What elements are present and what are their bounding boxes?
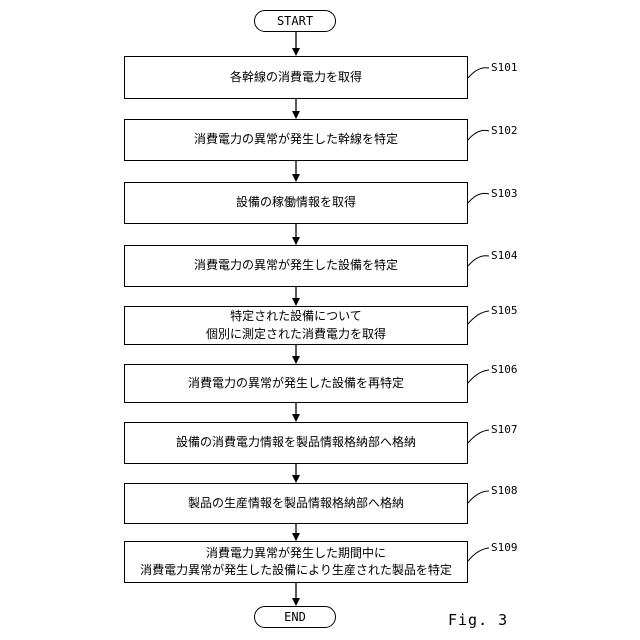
step-label-s104: S104 [491, 249, 518, 262]
leader-s109 [468, 548, 489, 561]
step-label-s107: S107 [491, 423, 518, 436]
leader-s105 [468, 311, 489, 324]
step-text-s106: 消費電力の異常が発生した設備を再特定 [188, 375, 404, 392]
step-text-s103: 設備の稼働情報を取得 [236, 194, 356, 211]
step-box-s109: 消費電力異常が発生した期間中に 消費電力異常が発生した設備により生産された製品を… [124, 541, 468, 583]
step-text-s102: 消費電力の異常が発生した幹線を特定 [194, 131, 398, 148]
leader-s101 [468, 68, 489, 78]
step-text-s108: 製品の生産情報を製品情報格納部へ格納 [188, 495, 404, 512]
figure-label: Fig. 3 [448, 611, 508, 629]
step-label-s102: S102 [491, 124, 518, 137]
step-box-s101: 各幹線の消費電力を取得 [124, 56, 468, 99]
step-label-s106: S106 [491, 363, 518, 376]
step-label-s108: S108 [491, 484, 518, 497]
step-text-s109-line2: 消費電力異常が発生した設備により生産された製品を特定 [140, 562, 452, 579]
end-terminator: END [254, 606, 336, 628]
leader-s107 [468, 430, 489, 443]
leader-s108 [468, 491, 489, 503]
step-box-s107: 設備の消費電力情報を製品情報格納部へ格納 [124, 422, 468, 464]
step-box-s103: 設備の稼働情報を取得 [124, 182, 468, 224]
leader-s104 [468, 256, 489, 266]
start-terminator: START [254, 10, 336, 32]
step-label-s109: S109 [491, 541, 518, 554]
step-label-s101: S101 [491, 61, 518, 74]
step-text-s104: 消費電力の異常が発生した設備を特定 [194, 257, 398, 274]
step-text-s107: 設備の消費電力情報を製品情報格納部へ格納 [176, 434, 416, 451]
step-box-s106: 消費電力の異常が発生した設備を再特定 [124, 364, 468, 403]
step-text-s105-line1: 特定された設備について [206, 308, 386, 325]
leader-s106 [468, 370, 489, 383]
step-box-s104: 消費電力の異常が発生した設備を特定 [124, 245, 468, 287]
step-label-s105: S105 [491, 304, 518, 317]
step-label-s103: S103 [491, 187, 518, 200]
leader-s103 [468, 193, 489, 203]
step-text-s105-line2: 個別に測定された消費電力を取得 [206, 326, 386, 343]
step-box-s108: 製品の生産情報を製品情報格納部へ格納 [124, 483, 468, 524]
step-box-s105: 特定された設備について 個別に測定された消費電力を取得 [124, 306, 468, 345]
step-text-s109-line1: 消費電力異常が発生した期間中に [140, 545, 452, 562]
step-text-s101: 各幹線の消費電力を取得 [230, 69, 362, 86]
step-box-s102: 消費電力の異常が発生した幹線を特定 [124, 119, 468, 161]
leader-s102 [468, 130, 489, 140]
